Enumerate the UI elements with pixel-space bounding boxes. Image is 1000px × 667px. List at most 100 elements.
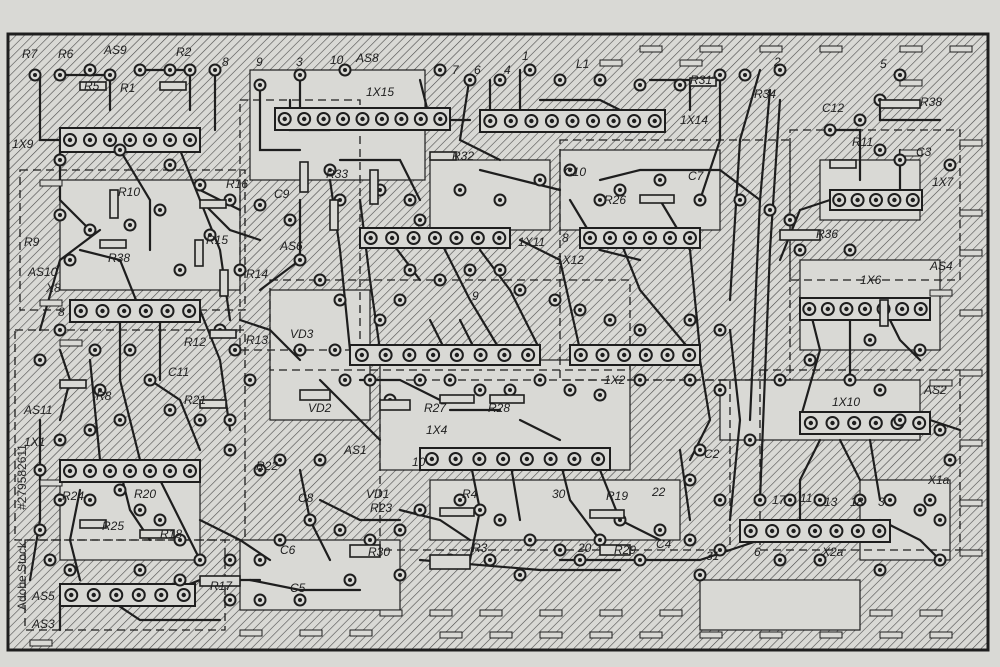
- component-label: 31: [706, 549, 719, 563]
- pad-hole: [368, 378, 372, 382]
- component-label: 6: [754, 545, 761, 559]
- connector-pin-hole: [652, 118, 657, 124]
- component-label: R24: [62, 489, 84, 503]
- pad-hole: [938, 518, 942, 522]
- component-label: X1a: [927, 473, 950, 487]
- component-label: 10: [330, 53, 344, 67]
- connector-pin-hole: [91, 592, 96, 598]
- pad-hole: [308, 518, 312, 522]
- resistor-body: [219, 269, 229, 297]
- pad-hole: [758, 498, 762, 502]
- component-label: R36: [816, 227, 838, 241]
- component-label: 18: [850, 495, 864, 509]
- connector-pin-hole: [475, 235, 481, 241]
- resistor-body: [159, 81, 187, 91]
- component-label: R23: [370, 501, 392, 515]
- pad-hole: [678, 83, 682, 87]
- connector-pin-hole: [812, 528, 818, 534]
- resistor-body: [139, 529, 175, 539]
- pad-hole: [698, 198, 702, 202]
- pad-hole: [918, 508, 922, 512]
- connector-pin-hole: [665, 352, 670, 358]
- component-label: R18: [160, 527, 182, 541]
- pad-hole: [478, 388, 482, 392]
- pad-hole: [488, 558, 492, 562]
- pad-hole: [718, 548, 722, 552]
- component-label: R3: [472, 541, 488, 555]
- pad-hole: [348, 578, 352, 582]
- connector-pin-hole: [892, 197, 897, 203]
- connector-pin-hole: [830, 420, 835, 426]
- connector-pin-hole: [321, 116, 326, 122]
- connector-pin-hole: [855, 197, 860, 203]
- connector-pin-hole: [899, 306, 905, 312]
- pad-hole: [38, 468, 42, 472]
- connector-pin-hole: [621, 352, 627, 358]
- pad-hole: [498, 198, 502, 202]
- resistor-body: [79, 81, 107, 91]
- connector-pin-hole: [910, 197, 915, 203]
- connector-pin-hole: [167, 468, 173, 474]
- pad-hole: [168, 408, 172, 412]
- pad-hole: [38, 528, 42, 532]
- connector-block-11: [419, 447, 611, 471]
- connector-pin-hole: [643, 352, 649, 358]
- connector-pin-hole: [488, 118, 493, 124]
- pad-hole: [878, 388, 882, 392]
- connector-pin-hole: [379, 116, 385, 122]
- pad-hole: [458, 498, 462, 502]
- pad-hole: [858, 498, 862, 502]
- component-label: R17: [210, 579, 233, 593]
- connector-pin-hole: [159, 592, 164, 598]
- connector-pin-hole: [918, 306, 923, 312]
- component-label: 1X11: [518, 235, 545, 249]
- pad-hole: [48, 558, 52, 562]
- resistor-body: [829, 159, 857, 169]
- connector-pin-hole: [497, 235, 502, 241]
- resistor-body: [429, 151, 457, 161]
- connector-block-10: [799, 411, 931, 435]
- connector-pin-hole: [807, 306, 812, 312]
- pad-hole: [298, 348, 302, 352]
- pad-hole: [408, 268, 412, 272]
- pad-hole: [638, 558, 642, 562]
- pad-hole: [88, 498, 92, 502]
- pad-hole: [528, 68, 532, 72]
- connector-pin-hole: [508, 118, 514, 124]
- pad-hole: [88, 228, 92, 232]
- connector-pin-hole: [127, 137, 133, 143]
- component-label: 1X14: [680, 113, 708, 127]
- component-label: R9: [24, 235, 40, 249]
- component-label: R31: [690, 73, 712, 87]
- component-label: 1X4: [426, 423, 448, 437]
- connector-pin-hole: [524, 456, 530, 462]
- pad-hole: [688, 538, 692, 542]
- pad-hole: [818, 558, 822, 562]
- component-label: R6: [58, 47, 74, 61]
- resistor-body: [329, 199, 339, 231]
- pad-hole: [718, 388, 722, 392]
- pad-hole: [398, 528, 402, 532]
- component-label: R5: [84, 79, 100, 93]
- component-label: R10: [118, 185, 140, 199]
- pad-hole: [518, 573, 522, 577]
- connector-pin-hole: [407, 352, 412, 358]
- pad-hole: [108, 73, 112, 77]
- pad-hole: [798, 248, 802, 252]
- watermark-id: #279582611: [15, 444, 29, 510]
- pad-hole: [508, 388, 512, 392]
- pad-hole: [138, 68, 142, 72]
- pad-hole: [878, 568, 882, 572]
- connector-pin-hole: [548, 456, 553, 462]
- resistor-body: [369, 169, 379, 205]
- pad-hole: [818, 498, 822, 502]
- pad-hole: [258, 203, 262, 207]
- pad-hole: [848, 248, 852, 252]
- component-label: 8: [222, 55, 229, 69]
- connector-pin-hole: [340, 116, 346, 122]
- pad-hole: [738, 198, 742, 202]
- component-label: R34: [754, 87, 776, 101]
- component-label: 17: [772, 493, 787, 507]
- pad-hole: [68, 258, 72, 262]
- pad-hole: [198, 558, 202, 562]
